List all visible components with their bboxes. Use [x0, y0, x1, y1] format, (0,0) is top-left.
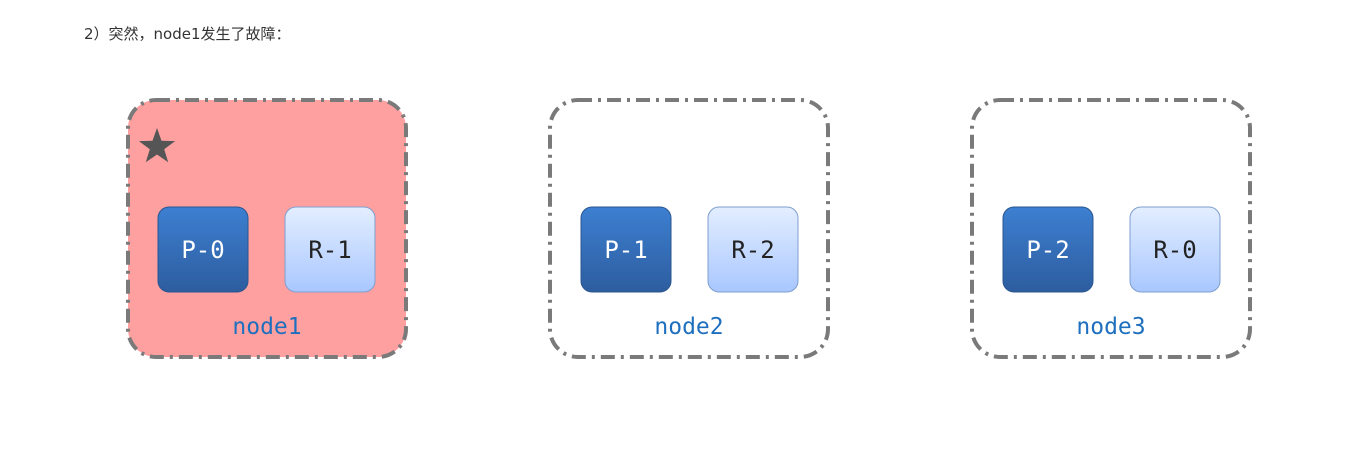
node-box-node2: P-1 R-2 node2 — [548, 98, 830, 359]
node-name-label: node1 — [232, 314, 301, 340]
shard-label: P-0 — [181, 236, 224, 264]
shard-primary-P-1: P-1 — [580, 206, 672, 293]
node-name-label: node2 — [654, 314, 723, 340]
node-frame — [548, 98, 830, 359]
node-name-label: node3 — [1076, 314, 1145, 340]
shard-label: R-0 — [1153, 236, 1196, 264]
shard-label: R-1 — [308, 236, 351, 264]
node-box-node1: P-0 R-1 node1 — [126, 98, 408, 359]
shard-replica-R-0: R-0 — [1129, 206, 1221, 293]
node-frame — [126, 98, 408, 359]
shard-primary-P-0: P-0 — [157, 206, 249, 293]
shard-label: P-2 — [1026, 236, 1069, 264]
node-frame — [970, 98, 1252, 359]
shard-replica-R-2: R-2 — [707, 206, 799, 293]
shard-label: R-2 — [731, 236, 774, 264]
star-icon — [138, 128, 176, 163]
node-box-node3: P-2 R-0 node3 — [970, 98, 1252, 359]
shard-label: P-1 — [604, 236, 647, 264]
shard-replica-R-1: R-1 — [284, 206, 376, 293]
caption-text: 2）突然，node1发生了故障： — [84, 25, 291, 43]
shard-primary-P-2: P-2 — [1002, 206, 1094, 293]
